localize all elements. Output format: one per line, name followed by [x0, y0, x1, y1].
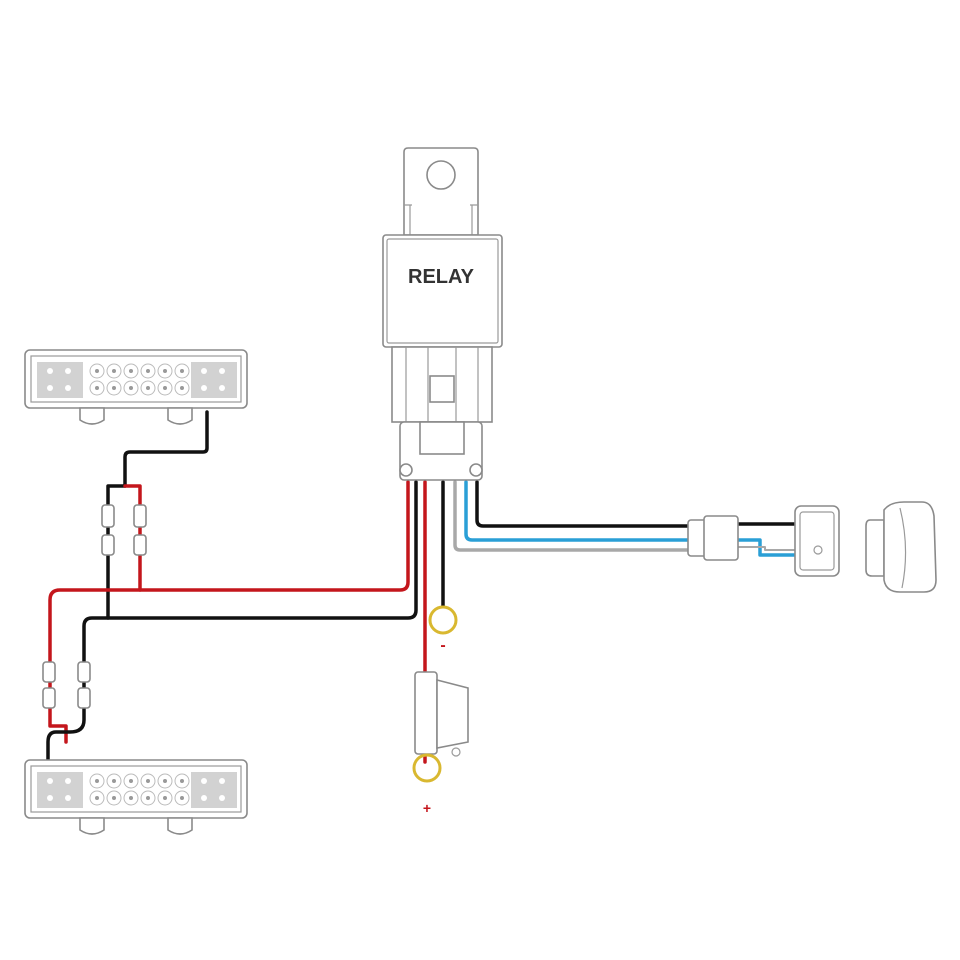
switch-gray-wire-2	[737, 546, 816, 551]
main-red-wire	[48, 480, 410, 744]
switch-harness-connector	[687, 515, 739, 561]
ground-ring-terminal	[428, 605, 458, 635]
inline-fuse-holder	[414, 671, 469, 757]
bullet-connectors	[42, 504, 147, 709]
lower-light-bar	[24, 759, 248, 835]
relay-mount-hole	[426, 160, 456, 190]
rocker-switch	[865, 501, 937, 593]
switch-black-wire	[475, 480, 692, 528]
rocker-switch-back	[794, 505, 840, 577]
negative-label: -	[440, 637, 445, 654]
switch-gray-wire	[453, 480, 692, 552]
upper-bar-split-black	[106, 484, 127, 620]
upper-bar-black-lead	[123, 410, 209, 488]
positive-ring-terminal	[412, 753, 442, 783]
relay: RELAY	[382, 147, 503, 481]
relay-label: RELAY	[408, 266, 475, 288]
switch-blue-wire	[464, 480, 692, 542]
positive-label: +	[423, 800, 431, 816]
upper-light-bar	[24, 349, 248, 425]
